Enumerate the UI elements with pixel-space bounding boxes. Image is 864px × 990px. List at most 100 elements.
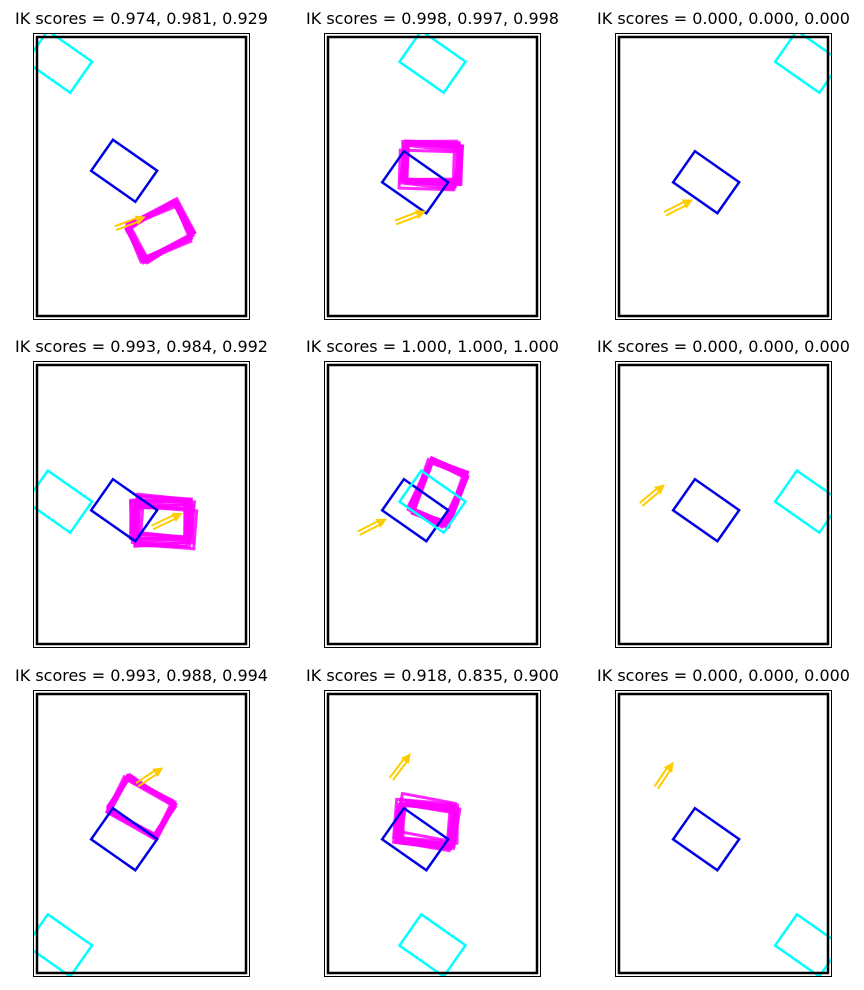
trajectory-box: [392, 797, 453, 844]
goal-box: [773, 912, 832, 977]
goal-box: [773, 468, 832, 535]
workspace-border: [617, 363, 830, 646]
goal-box: [397, 912, 468, 977]
target-box: [380, 149, 450, 216]
arrow-shaft: [137, 771, 160, 788]
plot-area: [639, 468, 832, 544]
trajectory-box: [124, 200, 194, 261]
plot-area: [380, 33, 468, 226]
panel-7: IK scores = 0.993, 0.988, 0.994: [15, 666, 268, 977]
workspace-border: [617, 692, 830, 975]
axes-frame: [33, 690, 250, 977]
goal-box: [397, 468, 468, 535]
arrow-shaft: [151, 512, 177, 527]
arrow-shaft: [114, 215, 140, 228]
arrow-shaft: [359, 522, 383, 536]
arrow-shaft: [653, 765, 670, 788]
arrow-shaft: [395, 213, 422, 226]
plot-area: [33, 468, 199, 551]
plot-area: [653, 761, 832, 977]
trajectory-box: [397, 148, 456, 192]
panel-2: IK scores = 0.998, 0.997, 0.998: [306, 9, 559, 320]
trajectory-box: [394, 802, 457, 851]
panel-3: IK scores = 0.000, 0.000, 0.000: [597, 9, 850, 320]
workspace-border: [35, 363, 248, 646]
panel-title: IK scores = 1.000, 1.000, 1.000: [306, 337, 559, 356]
plot-area: [357, 455, 470, 544]
plot-area: [380, 753, 468, 977]
goal-box: [773, 33, 832, 95]
panel-title: IK scores = 0.000, 0.000, 0.000: [597, 337, 850, 356]
arrow-shaft: [388, 756, 407, 779]
trajectory-box: [124, 204, 193, 264]
axes-frame: [615, 690, 832, 977]
arrow-shaft: [394, 210, 421, 222]
panel-6: IK scores = 0.000, 0.000, 0.000: [597, 337, 850, 648]
panel-title: IK scores = 0.993, 0.984, 0.992: [15, 337, 268, 356]
panel-title: IK scores = 0.993, 0.988, 0.994: [15, 666, 268, 685]
plot-area: [33, 767, 178, 977]
workspace-border: [35, 35, 248, 318]
arrow-head: [171, 512, 183, 522]
panel-9: IK scores = 0.000, 0.000, 0.000: [597, 666, 850, 977]
axes-frame: [324, 361, 541, 648]
axes-frame: [33, 361, 250, 648]
workspace-border: [35, 692, 248, 975]
target-box: [671, 477, 741, 544]
trajectory-box: [398, 139, 462, 190]
workspace-border: [617, 35, 830, 318]
target-box: [380, 806, 450, 873]
axes-frame: [324, 690, 541, 977]
panel-title: IK scores = 0.998, 0.997, 0.998: [306, 9, 559, 28]
target-box: [671, 149, 741, 216]
workspace-border: [326, 35, 539, 318]
target-box: [671, 806, 741, 873]
arrow-head: [152, 767, 164, 778]
arrow-shaft: [135, 768, 158, 784]
arrow-head: [375, 518, 387, 528]
panel-1: IK scores = 0.974, 0.981, 0.929: [15, 9, 268, 320]
workspace-border: [326, 692, 539, 975]
arrow-head: [654, 484, 665, 495]
arrow-shaft: [115, 219, 142, 231]
arrow-shaft: [152, 516, 179, 531]
axes-frame: [33, 33, 250, 320]
panel-title: IK scores = 0.974, 0.981, 0.929: [15, 9, 268, 28]
arrow-head: [663, 761, 674, 773]
workspace-border: [326, 363, 539, 646]
arrow-head: [134, 215, 146, 225]
target-box: [89, 477, 159, 544]
panel-4: IK scores = 0.993, 0.984, 0.992: [15, 337, 268, 648]
arrow-shaft: [392, 758, 410, 781]
arrow-shaft: [657, 767, 673, 790]
arrow-head: [681, 199, 694, 209]
target-box: [380, 477, 450, 544]
arrow-shaft: [663, 199, 688, 213]
arrow-head: [400, 753, 411, 765]
axes-frame: [324, 33, 541, 320]
axes-frame: [615, 33, 832, 320]
arrow-shaft: [357, 518, 382, 533]
arrow-shaft: [665, 203, 690, 217]
trajectory-box: [128, 498, 187, 541]
plot-area: [33, 33, 197, 265]
target-box: [89, 806, 159, 873]
trajectory-box: [404, 140, 465, 186]
panel-8: IK scores = 0.918, 0.835, 0.900: [306, 666, 559, 977]
arrow-head: [414, 209, 426, 220]
axes-frame: [615, 361, 832, 648]
trajectory-box: [124, 199, 195, 262]
panel-title: IK scores = 0.000, 0.000, 0.000: [597, 9, 850, 28]
plot-area: [663, 33, 832, 217]
target-box: [89, 137, 159, 204]
trajectory-box: [133, 494, 193, 539]
goal-box: [397, 33, 468, 95]
panel-5: IK scores = 1.000, 1.000, 1.000: [306, 337, 559, 648]
trajectory-box: [401, 802, 460, 845]
panel-title: IK scores = 0.918, 0.835, 0.900: [306, 666, 559, 685]
trajectory-box: [108, 776, 178, 840]
panel-title: IK scores = 0.000, 0.000, 0.000: [597, 666, 850, 685]
trajectory-box: [408, 457, 467, 525]
arrow-shaft: [639, 485, 660, 504]
